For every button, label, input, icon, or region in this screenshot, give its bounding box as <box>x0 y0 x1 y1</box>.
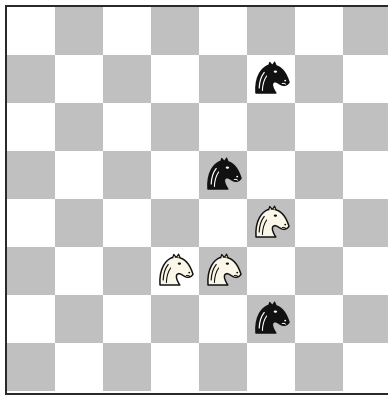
square-a3[interactable] <box>7 247 55 295</box>
square-c5[interactable] <box>103 151 151 199</box>
black-knight-icon[interactable] <box>247 295 295 343</box>
square-b2[interactable] <box>55 295 103 343</box>
square-b4[interactable] <box>55 199 103 247</box>
chess-board-frame <box>5 5 388 395</box>
square-d5[interactable] <box>151 151 199 199</box>
square-c1[interactable] <box>103 343 151 391</box>
square-e1[interactable] <box>199 343 247 391</box>
square-h7[interactable] <box>343 55 388 103</box>
square-g1[interactable] <box>295 343 343 391</box>
square-h1[interactable] <box>343 343 388 391</box>
square-c7[interactable] <box>103 55 151 103</box>
square-g4[interactable] <box>295 199 343 247</box>
square-a5[interactable] <box>7 151 55 199</box>
black-knight-icon[interactable] <box>247 55 295 103</box>
square-b3[interactable] <box>55 247 103 295</box>
square-e2[interactable] <box>199 295 247 343</box>
square-a8[interactable] <box>7 7 55 55</box>
white-knight-icon[interactable] <box>151 247 199 295</box>
square-e8[interactable] <box>199 7 247 55</box>
square-f6[interactable] <box>247 103 295 151</box>
square-h2[interactable] <box>343 295 388 343</box>
square-c3[interactable] <box>103 247 151 295</box>
black-knight-icon[interactable] <box>199 151 247 199</box>
square-g3[interactable] <box>295 247 343 295</box>
square-b8[interactable] <box>55 7 103 55</box>
square-e6[interactable] <box>199 103 247 151</box>
square-d6[interactable] <box>151 103 199 151</box>
square-h5[interactable] <box>343 151 388 199</box>
square-e4[interactable] <box>199 199 247 247</box>
square-c4[interactable] <box>103 199 151 247</box>
square-h3[interactable] <box>343 247 388 295</box>
square-f1[interactable] <box>247 343 295 391</box>
square-c6[interactable] <box>103 103 151 151</box>
square-e7[interactable] <box>199 55 247 103</box>
square-d8[interactable] <box>151 7 199 55</box>
square-d1[interactable] <box>151 343 199 391</box>
square-g5[interactable] <box>295 151 343 199</box>
square-f5[interactable] <box>247 151 295 199</box>
square-a7[interactable] <box>7 55 55 103</box>
square-g2[interactable] <box>295 295 343 343</box>
square-h8[interactable] <box>343 7 388 55</box>
square-g6[interactable] <box>295 103 343 151</box>
square-f3[interactable] <box>247 247 295 295</box>
square-c2[interactable] <box>103 295 151 343</box>
square-h4[interactable] <box>343 199 388 247</box>
square-a4[interactable] <box>7 199 55 247</box>
square-b6[interactable] <box>55 103 103 151</box>
square-f8[interactable] <box>247 7 295 55</box>
square-b7[interactable] <box>55 55 103 103</box>
chess-board <box>7 7 388 391</box>
square-d4[interactable] <box>151 199 199 247</box>
square-a6[interactable] <box>7 103 55 151</box>
square-g8[interactable] <box>295 7 343 55</box>
white-knight-icon[interactable] <box>199 247 247 295</box>
square-a1[interactable] <box>7 343 55 391</box>
square-d7[interactable] <box>151 55 199 103</box>
square-b5[interactable] <box>55 151 103 199</box>
square-g7[interactable] <box>295 55 343 103</box>
square-h6[interactable] <box>343 103 388 151</box>
square-b1[interactable] <box>55 343 103 391</box>
square-d2[interactable] <box>151 295 199 343</box>
square-c8[interactable] <box>103 7 151 55</box>
white-knight-icon[interactable] <box>247 199 295 247</box>
square-a2[interactable] <box>7 295 55 343</box>
